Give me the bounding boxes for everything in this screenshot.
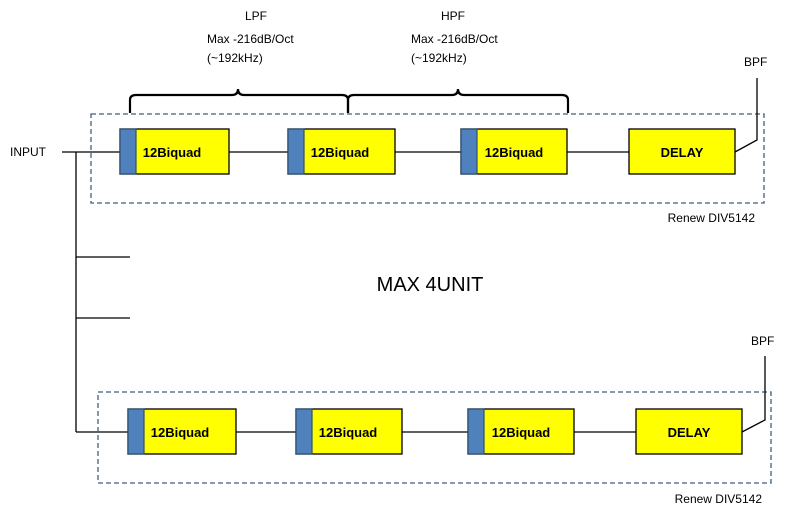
hpf-slope: Max -216dB/Oct: [411, 32, 498, 46]
block-label: DELAY: [661, 145, 704, 160]
block-tab: [295, 408, 313, 455]
chain-group-label: Renew DIV5142: [675, 492, 763, 506]
biquad-block: 12Biquad: [295, 408, 403, 455]
block-tab: [467, 408, 485, 455]
biquad-block: 12Biquad: [467, 408, 575, 455]
block-tab: [127, 408, 145, 455]
delay-block: DELAY: [628, 128, 736, 175]
biquad-block: 12Biquad: [127, 408, 237, 455]
output-wire: [734, 78, 758, 153]
chain-group-box: [97, 391, 772, 484]
block-tab: [460, 128, 478, 175]
chain-group-box: [90, 113, 765, 204]
max-units-label: MAX 4UNIT: [377, 274, 484, 296]
hpf-title: HPF: [441, 9, 465, 23]
block-label: DELAY: [668, 425, 711, 440]
lpf-title: LPF: [245, 9, 267, 23]
hpf-range: (~192kHz): [411, 51, 467, 65]
biquad-block: 12Biquad: [287, 128, 396, 175]
block-label: 12Biquad: [319, 425, 378, 440]
chain-output-label: BPF: [751, 334, 774, 348]
block-label: 12Biquad: [492, 425, 551, 440]
output-wire: [741, 356, 766, 433]
block-label: 12Biquad: [311, 145, 370, 160]
input-label: INPUT: [10, 145, 47, 159]
block-tab: [119, 128, 137, 175]
lpf-brace: [128, 88, 350, 113]
lpf-range: (~192kHz): [207, 51, 263, 65]
block-label: 12Biquad: [151, 425, 210, 440]
block-label: 12Biquad: [143, 145, 202, 160]
chain-group-label: Renew DIV5142: [668, 211, 756, 225]
lpf-slope: Max -216dB/Oct: [207, 32, 294, 46]
chain-output-label: BPF: [744, 55, 767, 69]
hpf-brace: [346, 88, 570, 113]
delay-block: DELAY: [635, 408, 743, 455]
biquad-block: 12Biquad: [119, 128, 230, 175]
biquad-block: 12Biquad: [460, 128, 568, 175]
block-tab: [287, 128, 305, 175]
block-label: 12Biquad: [485, 145, 544, 160]
